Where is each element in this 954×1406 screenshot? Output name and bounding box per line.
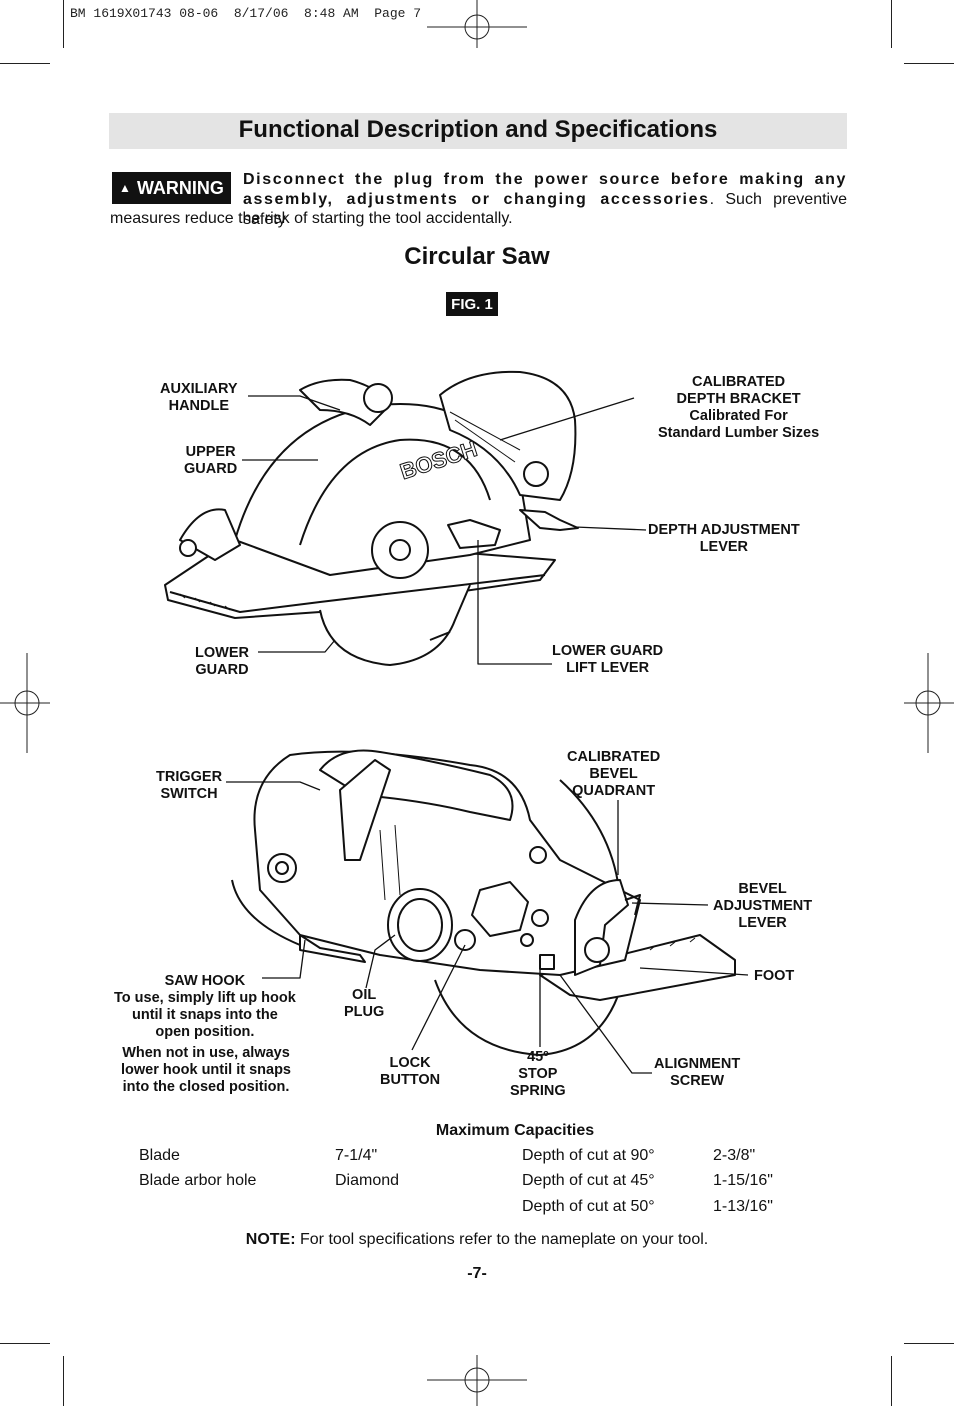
spec-value: 2-3/8" — [713, 1147, 756, 1164]
spec-value: Diamond — [335, 1172, 400, 1189]
crop-mark — [904, 63, 954, 64]
spec-value: 1-13/16" — [713, 1198, 773, 1215]
note-text: For tool specifications refer to the nam… — [295, 1231, 709, 1248]
page-number: -7- — [467, 1265, 487, 1282]
label-lower-guard: LOWER GUARD — [195, 645, 249, 678]
section-title: Circular Saw — [404, 243, 550, 270]
label-depth-bracket: CALIBRATED DEPTH BRACKET Calibrated For … — [658, 374, 820, 441]
warning-text-continued: measures reduce the risk of starting the… — [110, 210, 513, 227]
crop-mark — [904, 1343, 954, 1344]
bottom-saw-drawing — [231, 749, 736, 1056]
label-bevel-quadrant: CALIBRATED BEVEL QUADRANT — [567, 749, 661, 799]
title-bar — [109, 113, 847, 149]
label-saw-hook-note: When not in use, always lower hook until… — [121, 1045, 291, 1095]
label-depth-adjustment-lever: DEPTH ADJUSTMENT LEVER — [648, 522, 800, 555]
warning-text: Disconnect the plug from the power sourc… — [243, 170, 847, 230]
warning-bold-text: Disconnect the plug from the power sourc… — [243, 171, 847, 208]
print-slug: BM 1619X01743 08-06 8/17/06 8:48 AM Page… — [70, 6, 422, 21]
spec-value: 7-1/4" — [335, 1147, 378, 1164]
spec-label: Depth of cut at 90° — [522, 1147, 655, 1164]
spec-label: Depth of cut at 50° — [522, 1198, 655, 1215]
warning-triangle-icon: ▲ — [119, 181, 131, 195]
note-label: NOTE: — [245, 1231, 296, 1248]
specifications-note: NOTE: For tool specifications refer to t… — [0, 1231, 954, 1249]
crop-mark — [63, 0, 64, 48]
label-upper-guard: UPPER GUARD — [184, 444, 238, 477]
label-foot: FOOT — [754, 968, 795, 984]
leader-lines — [226, 395, 749, 1074]
label-auxiliary-handle: AUXILIARY HANDLE — [160, 381, 238, 414]
spec-label: Depth of cut at 45° — [522, 1172, 655, 1189]
label-lock-button: LOCK BUTTON — [380, 1055, 441, 1088]
label-bevel-adjustment-lever: BEVEL ADJUSTMENT LEVER — [713, 881, 813, 931]
label-saw-hook: SAW HOOK To use, simply lift up hook unt… — [114, 973, 296, 1040]
warning-badge: ▲ WARNING — [112, 172, 231, 204]
crop-mark — [63, 1356, 64, 1406]
label-lower-guard-lift-lever: LOWER GUARD LIFT LEVER — [552, 643, 664, 676]
spec-label: Blade — [139, 1147, 180, 1164]
label-oil-plug: OIL PLUG — [344, 987, 385, 1020]
crop-mark — [0, 63, 50, 64]
label-stop-spring: 45º STOP SPRING — [510, 1049, 566, 1099]
spec-label: Blade arbor hole — [139, 1172, 257, 1189]
warning-label: WARNING — [136, 177, 224, 198]
figure-badge: FIG. 1 — [446, 292, 498, 316]
crop-mark — [891, 1356, 892, 1406]
crop-mark — [891, 0, 892, 48]
spec-value: 1-15/16" — [713, 1172, 773, 1189]
label-alignment-screw: ALIGNMENT SCREW — [654, 1056, 741, 1089]
label-trigger-switch: TRIGGER SWITCH — [156, 769, 223, 802]
page-title: Functional Description and Specification… — [238, 116, 718, 143]
top-saw-drawing: BOSCH — [164, 370, 579, 666]
warning-text-end: . Such preventive safety — [243, 191, 848, 228]
capacities-heading: Maximum Capacities — [435, 1122, 595, 1139]
crop-mark — [0, 1343, 50, 1344]
